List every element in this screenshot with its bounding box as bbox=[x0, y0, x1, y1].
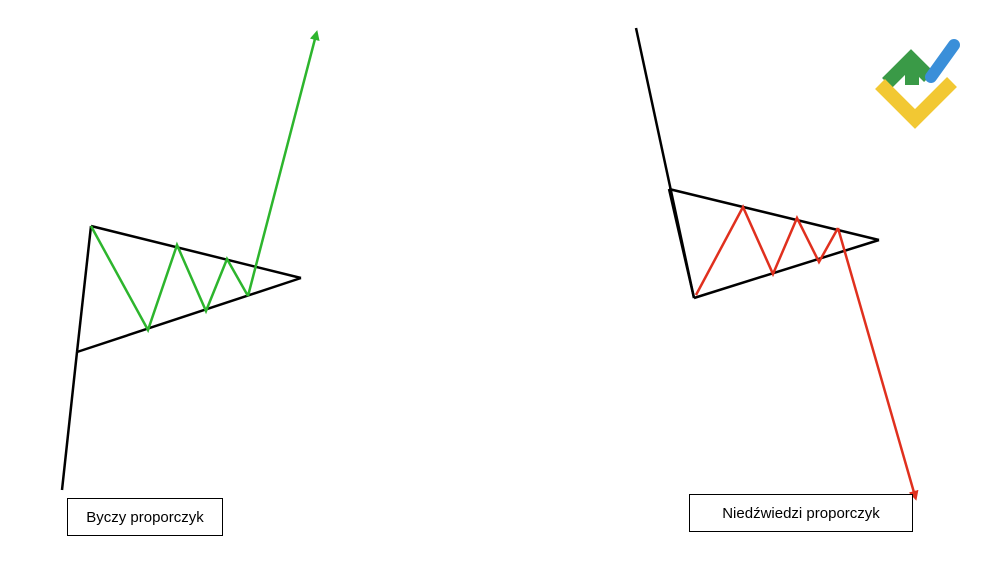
bullish-pennant-left-edge bbox=[75, 225, 93, 353]
bearish-pennant-upper-edge bbox=[668, 187, 880, 242]
bullish-pennant-lower-edge bbox=[76, 276, 302, 354]
bearish-price-zigzag bbox=[694, 204, 840, 296]
bullish-pennant-label: Byczy proporczyk bbox=[67, 498, 223, 536]
bearish-breakdown-arrow bbox=[836, 227, 919, 501]
bearish-pennant-left-edge bbox=[667, 188, 696, 299]
bullish-breakout-arrow bbox=[246, 30, 320, 297]
brand-logo-icon bbox=[875, 39, 960, 129]
bullish-price-zigzag bbox=[89, 225, 250, 334]
bearish-pennant-label: Niedźwiedzi proporczyk bbox=[689, 494, 913, 532]
bullish-flagpole bbox=[60, 351, 79, 491]
bullish-pennant bbox=[60, 30, 320, 491]
bearish-pennant bbox=[634, 27, 919, 501]
bullish-pennant-upper-edge bbox=[90, 224, 302, 280]
bearish-pennant-lower-edge bbox=[693, 238, 880, 300]
